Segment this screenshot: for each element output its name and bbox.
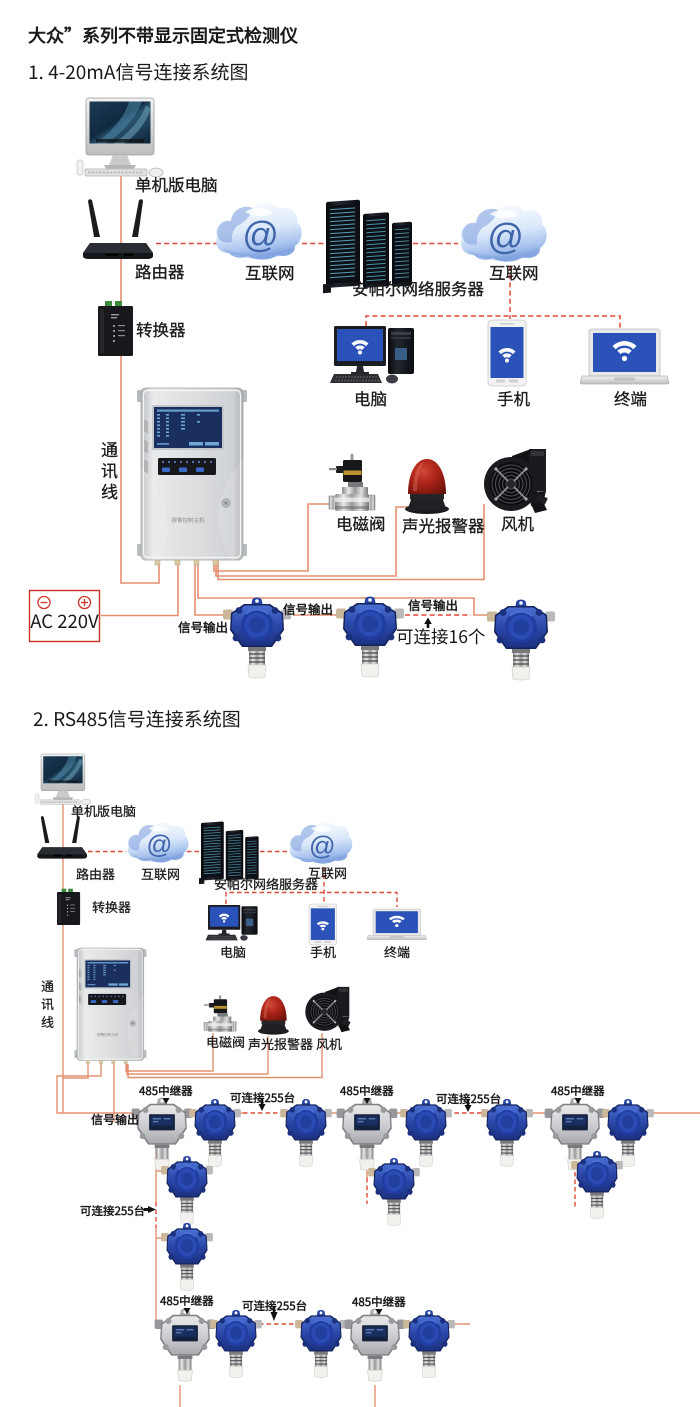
svg-text:AC 220V: AC 220V (30, 608, 99, 634)
svg-text:声光报警器: 声光报警器 (248, 1034, 313, 1053)
svg-text:终端: 终端 (614, 386, 647, 410)
svg-text:风机: 风机 (316, 1034, 342, 1053)
svg-text:互联网: 互联网 (141, 864, 180, 883)
svg-text:路由器: 路由器 (135, 259, 185, 283)
svg-text:互联网: 互联网 (489, 260, 539, 284)
svg-text:电磁阀: 电磁阀 (206, 1032, 245, 1051)
svg-text:信号输出: 信号输出 (283, 599, 333, 618)
svg-text:可连接255台: 可连接255台 (80, 1203, 145, 1219)
svg-text:互联网: 互联网 (245, 260, 295, 284)
svg-text:线: 线 (41, 1012, 54, 1031)
svg-text:线: 线 (101, 478, 118, 503)
svg-text:信号输出: 信号输出 (408, 595, 458, 614)
svg-text:互联网: 互联网 (308, 863, 347, 882)
svg-text:转换器: 转换器 (136, 317, 186, 341)
svg-text:讯: 讯 (41, 994, 54, 1013)
svg-text:电脑: 电脑 (220, 942, 246, 961)
svg-text:通: 通 (101, 436, 118, 461)
svg-text:声光报警器: 声光报警器 (402, 513, 485, 537)
svg-text:485中继器: 485中继器 (160, 1293, 214, 1309)
svg-text:2. RS485信号连接系统图: 2. RS485信号连接系统图 (33, 705, 241, 732)
svg-text:转换器: 转换器 (92, 897, 131, 916)
svg-text:可连接16个: 可连接16个 (396, 624, 485, 649)
svg-text:电脑: 电脑 (354, 386, 387, 410)
svg-text:终端: 终端 (384, 942, 410, 961)
svg-text:通: 通 (41, 976, 54, 995)
svg-text:485中继器: 485中继器 (352, 1294, 406, 1310)
svg-text:手机: 手机 (310, 942, 336, 961)
svg-text:大众”系列不带显示固定式检测仪: 大众”系列不带显示固定式检测仪 (28, 22, 299, 48)
svg-text:485中继器: 485中继器 (139, 1083, 193, 1099)
svg-text:单机版电脑: 单机版电脑 (135, 172, 218, 196)
svg-text:信号输出: 信号输出 (91, 1111, 139, 1128)
svg-text:安帕尔网络服务器: 安帕尔网络服务器 (214, 874, 318, 893)
svg-text:485中继器: 485中继器 (340, 1083, 394, 1099)
svg-text:安帕尔网络服务器: 安帕尔网络服务器 (352, 276, 485, 300)
svg-text:485中继器: 485中继器 (551, 1083, 605, 1099)
svg-text:单机版电脑: 单机版电脑 (71, 801, 136, 820)
svg-text:手机: 手机 (497, 386, 531, 410)
svg-text:风机: 风机 (501, 511, 535, 535)
svg-text:信号输出: 信号输出 (178, 617, 228, 636)
svg-text:电磁阀: 电磁阀 (336, 511, 386, 535)
svg-text:讯: 讯 (101, 457, 118, 482)
svg-text:路由器: 路由器 (76, 864, 115, 883)
svg-text:1. 4-20mA信号连接系统图: 1. 4-20mA信号连接系统图 (28, 58, 248, 85)
